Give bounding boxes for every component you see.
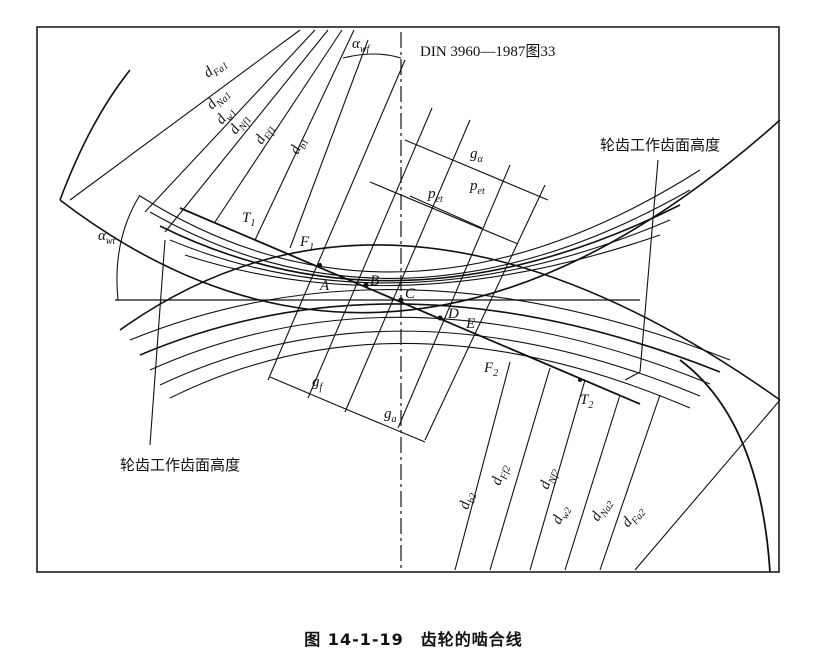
label-t2: T2 [580, 392, 593, 411]
working-height-leader-right [639, 159, 659, 373]
label-f2: F2 [483, 360, 498, 379]
figure-caption: 图 14-1-19 齿轮的啮合线 [304, 630, 523, 649]
label-d-fa1: dFa1 [201, 54, 231, 84]
label-d: D [447, 306, 459, 322]
gear1-diameter-lines [69, 29, 369, 249]
gear1-outer-arc [59, 69, 131, 201]
dimension-lines [267, 59, 549, 443]
label-d-nf2: dNf2 [537, 465, 562, 492]
label-p-et-inner: pet [427, 186, 443, 205]
label-d-ff1: dFf1 [252, 120, 279, 148]
gear2-outer-arc [679, 359, 771, 573]
label-g-a: ga [384, 406, 397, 425]
label-d-b1: db1 [287, 134, 311, 158]
gear2-circles [119, 244, 781, 409]
label-t1: T1 [242, 210, 255, 229]
label-c: C [405, 286, 416, 302]
label-a: A [319, 278, 330, 294]
mesh-points [318, 263, 582, 382]
label-alpha-wt: αwt [98, 228, 116, 247]
label-d-fa2: dFa2 [619, 502, 649, 532]
alpha-wt-arc [116, 194, 141, 301]
reference-label: DIN 3960—1987图33 [420, 43, 555, 60]
label-alpha-wf: αwf [352, 36, 371, 55]
label-working-height-left: 轮齿工作齿面高度 [120, 456, 240, 474]
gear1-circles [59, 119, 781, 314]
working-height-leader-left [149, 239, 166, 446]
label-d-na2: dNa2 [588, 495, 617, 526]
figure-frame [36, 26, 780, 573]
label-p-et-outer: pet [469, 178, 485, 197]
label-e: E [465, 316, 475, 332]
label-g-f: gf [312, 374, 324, 393]
label-working-height-right: 轮齿工作齿面高度 [600, 136, 720, 154]
diagram-labels: αwf αwt dFa1 dNa1 dw1 dNf1 dFf1 db1 gα p… [98, 36, 720, 532]
label-b: B [370, 273, 379, 289]
label-f1: F1 [299, 234, 314, 253]
label-d-b2: db2 [456, 490, 479, 512]
alpha-wf-arc [342, 53, 402, 59]
line-of-action [179, 207, 641, 405]
gear2-diameter-lines [454, 361, 781, 571]
label-g-alpha: gα [470, 146, 484, 165]
label-d-ff2: dFf2 [489, 462, 514, 488]
label-d-w2: dw2 [549, 503, 574, 528]
